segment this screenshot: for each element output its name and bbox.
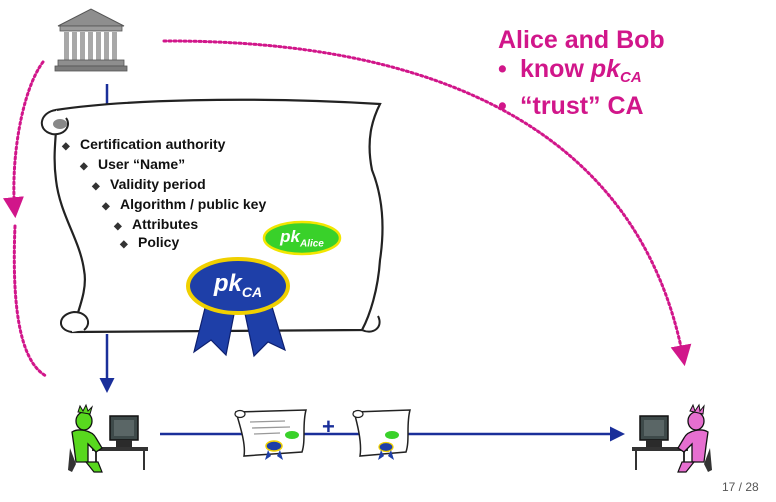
pk-alice-label: pkAlice (280, 227, 324, 250)
certificate-field: ◆Validity period (92, 176, 206, 192)
person-at-computer-icon (632, 403, 712, 473)
certificate-field: ◆Policy (120, 234, 180, 250)
heading-item-trust-ca: •“trust” CA (498, 92, 644, 120)
bank-building-icon (54, 8, 128, 72)
certificate-field: ◆Certification authority (62, 136, 226, 152)
pk-ca-label: pkCA (213, 270, 263, 300)
seal-ribbon-icon (186, 257, 290, 358)
pk-alice-badge (262, 220, 342, 256)
certificate-field: ◆User “Name” (80, 156, 186, 172)
heading-title: Alice and Bob (498, 26, 665, 54)
person-at-computer-icon (68, 403, 148, 473)
small-certificate-icon (234, 409, 307, 460)
certificate-field: ◆Algorithm / public key (102, 196, 267, 212)
ca-to-bob-dotted-arrow (162, 39, 692, 367)
heading-block: Alice and Bob •know pkCA •“trust” CA (498, 26, 665, 121)
certificate-field: ◆Attributes (114, 216, 199, 232)
page-number: 17 / 28 (722, 480, 759, 494)
heading-item-know-pk: •know pkCA (498, 55, 642, 86)
ca-to-alice-dotted-continuation (12, 224, 48, 378)
scroll-certificate-icon (41, 98, 384, 334)
small-certificate-icon (352, 409, 411, 460)
plus-sign: + (322, 414, 335, 439)
ca-to-alice-dotted-arrow (3, 60, 45, 219)
